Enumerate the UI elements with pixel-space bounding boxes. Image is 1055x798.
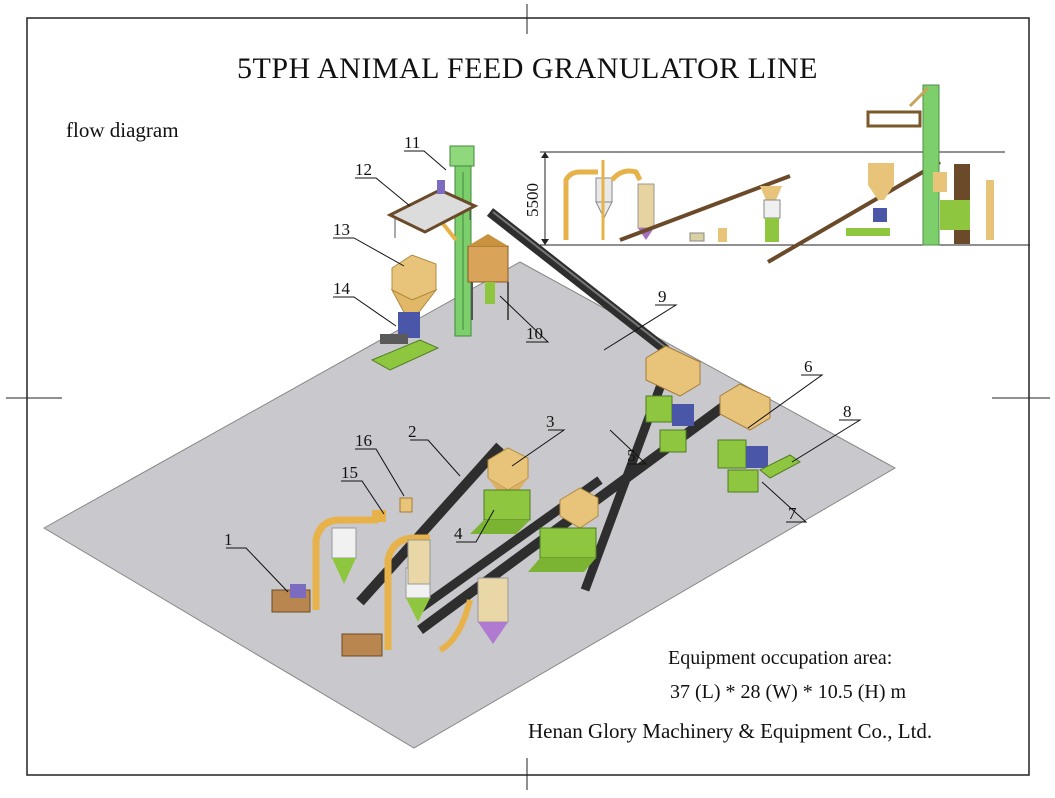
packing-scale	[370, 254, 440, 371]
drawing-frame	[26, 17, 1030, 776]
diagram-subtitle: flow diagram	[66, 118, 179, 142]
registration-marks	[6, 4, 1050, 790]
mixer-group-a	[470, 447, 531, 534]
callout-leaders	[226, 150, 862, 593]
callout-3: 3	[546, 412, 555, 431]
callout-9: 9	[658, 287, 667, 306]
callout-13: 13	[333, 220, 350, 239]
conveyor-2	[356, 442, 504, 606]
callout-6: 6	[804, 357, 813, 376]
company-name: Henan Glory Machinery & Equipment Co., L…	[528, 719, 933, 743]
callout-2: 2	[408, 422, 417, 441]
height-dimension-label: 5500	[523, 183, 542, 217]
crusher-group	[271, 497, 509, 657]
area-value: 37 (L) * 28 (W) * 10.5 (H) m	[670, 681, 907, 703]
callout-4: 4	[454, 524, 463, 543]
pellet-mill-group	[645, 345, 801, 493]
callout-11: 11	[404, 133, 420, 152]
area-label: Equipment occupation area:	[668, 647, 893, 669]
callout-12: 12	[355, 160, 372, 179]
page-title: 5TPH ANIMAL FEED GRANULATOR LINE	[237, 52, 818, 85]
callout-10: 10	[526, 324, 543, 343]
callout-5: 5	[627, 446, 636, 465]
callout-8: 8	[843, 402, 852, 421]
conveyor-9	[486, 208, 670, 354]
cooler	[467, 234, 509, 320]
side-elevation-view	[540, 84, 1030, 264]
mixer-group-b	[528, 487, 599, 572]
callout-16: 16	[355, 431, 372, 450]
callout-7: 7	[788, 504, 797, 523]
callout-15: 15	[341, 463, 358, 482]
vibrating-screen	[386, 180, 479, 238]
callout-14: 14	[333, 279, 351, 298]
callout-1: 1	[224, 530, 233, 549]
